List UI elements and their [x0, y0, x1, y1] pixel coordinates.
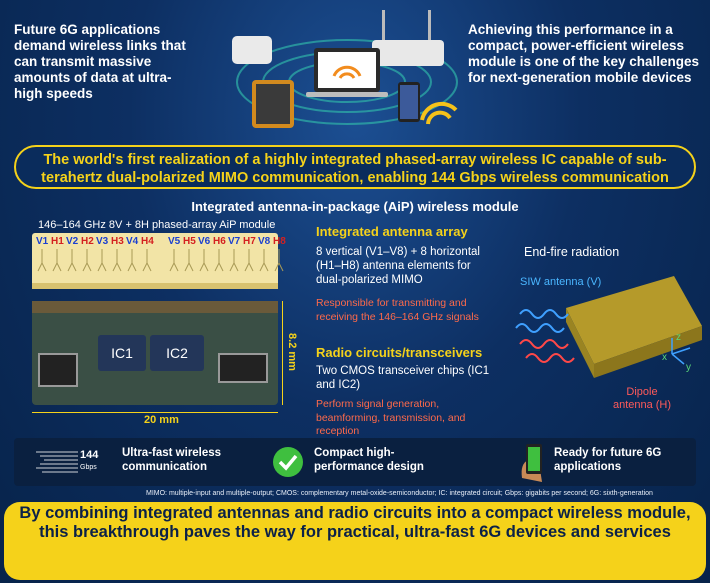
hero-illustration: [232, 10, 458, 128]
module-photo: IC1 IC2: [32, 301, 278, 405]
radiation-title: End-fire radiation: [524, 245, 620, 259]
antenna-block: [566, 276, 702, 378]
antenna-label-v7: V7: [228, 236, 241, 247]
antenna-feedline-v8: [259, 249, 269, 272]
antenna-label-v6: V6: [198, 236, 211, 247]
speed-lines-icon: [36, 451, 78, 473]
antenna-label-v2: V2: [66, 236, 79, 247]
antenna-feedline-v4: [127, 249, 137, 272]
height-dimension: [282, 301, 292, 405]
antenna-feedlines: [32, 249, 284, 289]
ic1-chip: IC1: [98, 335, 146, 371]
speed-value: 144: [80, 449, 99, 461]
antenna-label-h4: H4: [141, 236, 154, 247]
conclusion-banner: By combining integrated antennas and rad…: [4, 502, 706, 580]
antenna-label-h8: H8: [273, 236, 286, 247]
antenna-label-h7: H7: [243, 236, 256, 247]
module-subtitle: 146–164 GHz 8V + 8H phased-array AiP mod…: [38, 219, 276, 231]
top-right-text: Achieving this performance in a compact,…: [468, 22, 700, 85]
antenna-label-v3: V3: [96, 236, 109, 247]
antenna-feedline-h5: [184, 249, 194, 272]
feature-compact-text: Compact high-performance design: [314, 447, 424, 473]
blue-waves: [515, 309, 569, 333]
antenna-array-body: 8 vertical (V1–V8) + 8 horizontal (H1–H8…: [316, 246, 480, 286]
antenna-label-h6: H6: [213, 236, 226, 247]
antenna-label-v5: V5: [168, 236, 181, 247]
antenna-label-h1: H1: [51, 236, 64, 247]
antenna-array-note: Responsible for transmitting and receivi…: [316, 297, 479, 323]
headline-banner: The world's first realization of a highl…: [14, 145, 696, 189]
speed-badge: 144 Gbps: [36, 446, 99, 478]
antenna-feedline-v2: [67, 249, 77, 272]
antenna-feedline-h7: [244, 249, 254, 272]
connector-right: [218, 353, 268, 383]
antenna-label-v4: V4: [126, 236, 139, 247]
axis-z-label: z: [676, 332, 681, 343]
hand-phone-icon: [521, 444, 542, 482]
router-icon: [372, 10, 444, 66]
module-title: Integrated antenna-in-package (AiP) wire…: [191, 199, 519, 214]
antenna-label-h5: H5: [183, 236, 196, 247]
siw-antenna-label: SIW antenna (V): [520, 276, 602, 288]
wifi-icon: [420, 101, 458, 125]
antenna-feedline-h1: [52, 249, 62, 272]
red-waves: [519, 339, 575, 363]
connector-left: [38, 353, 78, 387]
ic2-chip: IC2: [150, 335, 204, 371]
radio-circuits-heading: Radio circuits/transceivers: [316, 345, 483, 360]
width-label: 20 mm: [144, 414, 179, 426]
height-label: 8.2 mm: [286, 333, 298, 371]
width-dimension: [32, 407, 278, 419]
antenna-label-h2: H2: [81, 236, 94, 247]
antenna-label-v1: V1: [36, 236, 49, 247]
antenna-feedline-h2: [82, 249, 92, 272]
phone-icon: [398, 82, 420, 122]
axis-y-label: y: [686, 362, 691, 373]
axis-x-label: x: [662, 352, 667, 363]
top-left-text: Future 6G applications demand wireless l…: [14, 22, 186, 101]
antenna-feedline-h3: [112, 249, 122, 272]
antenna-label-v8: V8: [258, 236, 271, 247]
antenna-feedline-v6: [199, 249, 209, 272]
antenna-feedline-v1: [37, 249, 47, 272]
footnote: MIMO: multiple-input and multiple-output…: [146, 490, 653, 497]
antenna-feedline-h4: [142, 249, 152, 272]
antenna-feedline-v3: [97, 249, 107, 272]
radio-circuits-note: Perform signal generation, beamforming, …: [316, 398, 466, 437]
axes-icon: [671, 338, 691, 365]
dipole-antenna-label: Dipole antenna (H): [612, 386, 672, 411]
antenna-array-heading: Integrated antenna array: [316, 224, 468, 239]
antenna-feedline-h6: [214, 249, 224, 272]
features-bar: 144 Gbps Ultra-fast wireless communicati…: [14, 438, 696, 486]
antenna-feedline-v7: [229, 249, 239, 272]
radiation-diagram: x y z: [515, 276, 702, 378]
laptop-icon: [306, 48, 388, 97]
radio-circuits-body: Two CMOS transceiver chips (IC1 and IC2): [316, 365, 490, 391]
feature-speed-text: Ultra-fast wireless communication: [122, 447, 222, 473]
speaker-icon: [232, 36, 272, 64]
speed-unit: Gbps: [80, 464, 97, 471]
antenna-feedline-h8: [274, 249, 284, 272]
chip-edge: [32, 301, 278, 313]
antenna-label-h3: H3: [111, 236, 124, 247]
feature-6g-text: Ready for future 6G applications: [554, 447, 662, 473]
tablet-icon: [252, 80, 294, 128]
antenna-feedline-v5: [169, 249, 179, 272]
checkmark-icon: [273, 447, 303, 477]
